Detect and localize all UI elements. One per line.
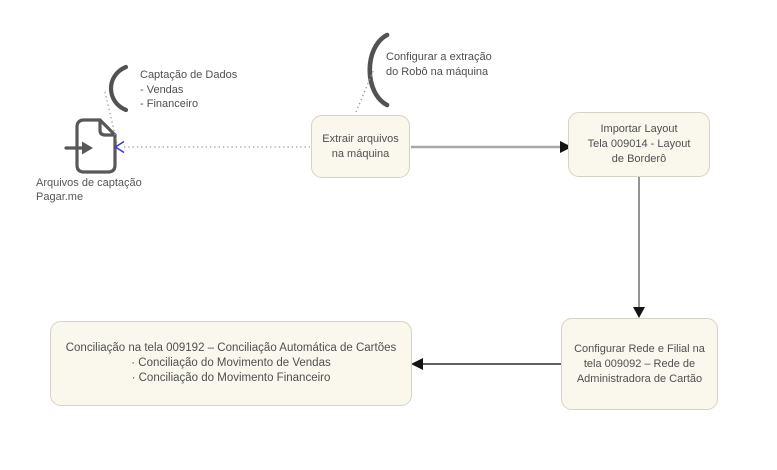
node-text-line: de Borderô (611, 153, 667, 165)
node-importar-layout: Importar Layout Tela 009014 - Layout de … (568, 112, 710, 177)
curly-brace-icon (109, 64, 129, 113)
annotation-line: Captação de Dados (140, 69, 238, 81)
dotted-connector-captacao (104, 91, 118, 144)
node-text-line: Tela 009014 - Layout (587, 138, 691, 150)
file-fold (98, 118, 117, 137)
node-text-line: Administradora de Cartão (576, 372, 703, 385)
annotation-line: Configurar a extração (386, 51, 492, 63)
node-conciliacao: Conciliação na tela 009192 – Conciliação… (50, 321, 412, 406)
annotation-line: do Robô na máquina (386, 65, 489, 78)
node-text-line: tela 009092 – Rede de (583, 357, 696, 370)
file-source-label-line: Arquivos de captação (36, 177, 142, 189)
file-source-label: Arquivos de captação Pagar.me (36, 176, 142, 204)
node-text-line: Conciliação na tela 009192 – Conciliação… (65, 342, 397, 354)
import-arrow-head (82, 141, 93, 155)
node-text-line: Extrair arquivos (322, 132, 399, 145)
dotted-connector-extracao (355, 68, 375, 113)
file-import-icon (64, 118, 117, 174)
file-outline (75, 118, 117, 174)
annotation-line: - Financeiro (140, 98, 199, 110)
captacao-annotation: Captação de Dados - Vendas - Financeiro (140, 68, 237, 112)
curly-brace-icon (367, 32, 390, 108)
node-text-line: na máquina (331, 147, 390, 160)
blue-open-arrowhead (114, 140, 125, 154)
node-text-line: Configurar Rede e Filial na (574, 342, 705, 355)
node-text-line: · Conciliação do Movimento Financeiro (131, 372, 331, 384)
extracao-annotation: Configurar a extração do Robô na máquina (386, 50, 492, 79)
node-extrair-arquivos: Extrair arquivos na máquina (311, 115, 410, 178)
arrowhead-right (560, 141, 572, 153)
arrowhead-left (411, 358, 423, 370)
file-source-label-line: Pagar.me (36, 191, 84, 203)
node-configurar-rede: Configurar Rede e Filial na tela 009092 … (561, 318, 718, 410)
node-text-line: Importar Layout (600, 123, 678, 135)
annotation-line: - Vendas (140, 83, 184, 96)
node-text-line: · Conciliação do Movimento de Vendas (131, 357, 331, 369)
arrowhead-down (633, 307, 645, 318)
